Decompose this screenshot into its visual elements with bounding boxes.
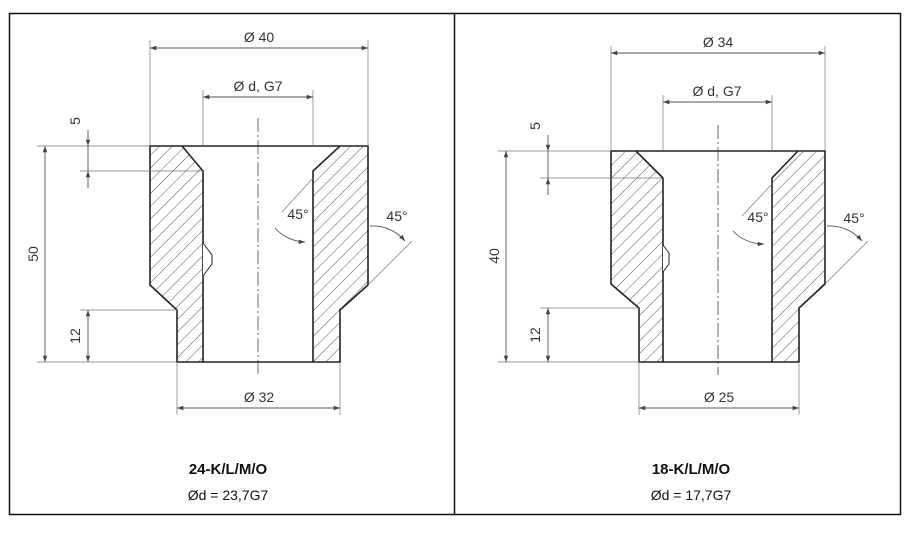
height-label: 50 [25, 246, 41, 262]
inner-angle-arc [274, 227, 306, 245]
right-wall-section [771, 150, 826, 363]
spec-caption: Ød = 17,7G7 [651, 487, 732, 503]
bottom-diameter-label: Ø 32 [244, 389, 275, 405]
bore-label: Ø d, G7 [692, 83, 741, 99]
notch [202, 242, 213, 277]
outer-angle-arc [826, 225, 863, 242]
right-wall-section [312, 145, 369, 363]
panel-right: Ø 34 Ø d, G7 5 40 12 Ø 25 45° [486, 34, 869, 503]
outer-diameter-label: Ø 40 [244, 29, 275, 45]
inner-angle-arc [732, 230, 765, 247]
chamfer-label: 5 [67, 117, 83, 125]
inner-angle-label: 45° [747, 209, 768, 225]
bottom-diameter-label: Ø 25 [704, 389, 735, 405]
notch [662, 244, 670, 273]
model-caption: 24-K/L/M/O [189, 461, 268, 478]
left-wall-section [610, 150, 664, 363]
outer-angle-label: 45° [386, 208, 407, 224]
left-wall-section [149, 145, 204, 363]
model-caption: 18-K/L/M/O [652, 461, 731, 478]
chamfer-label: 5 [527, 122, 543, 130]
outer-angle-label: 45° [843, 210, 864, 226]
spec-caption: Ød = 23,7G7 [188, 487, 269, 503]
bore-label: Ø d, G7 [233, 78, 282, 94]
step-label: 12 [67, 328, 83, 344]
inner-angle-label: 45° [287, 206, 308, 222]
outer-diameter-label: Ø 34 [703, 34, 734, 50]
step-label: 12 [527, 327, 543, 343]
outer-angle-arc [369, 225, 406, 242]
panel-left: Ø 40 Ø d, G7 5 50 12 Ø 32 45° [25, 29, 413, 503]
height-label: 40 [486, 248, 502, 264]
